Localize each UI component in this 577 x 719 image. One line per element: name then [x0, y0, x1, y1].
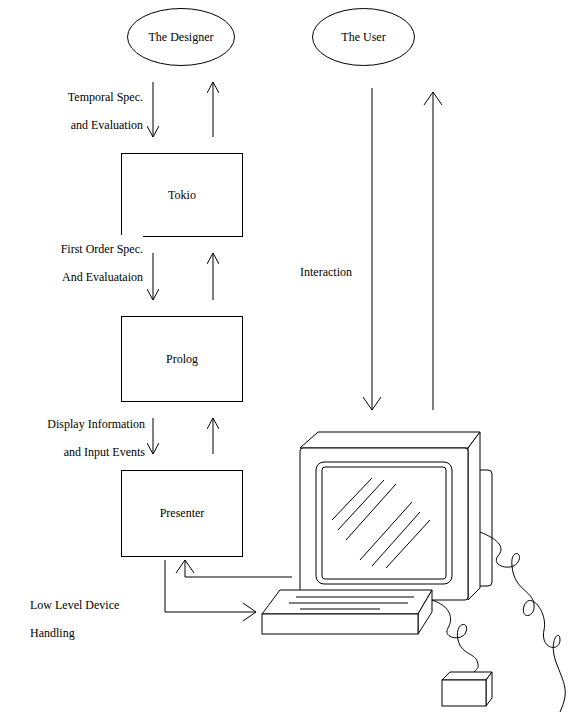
keyboard: [262, 590, 432, 634]
edge-label: First Order Spec. And Evaluataion: [59, 235, 143, 291]
layer-box: Tokio: [121, 153, 243, 237]
actor-ellipse: The User: [312, 8, 415, 66]
monitor-part: [300, 448, 468, 600]
layer-box: Presenter: [121, 470, 243, 557]
edge-label: Display Information and Input Events: [46, 410, 145, 466]
layer-box: Prolog: [121, 316, 243, 402]
flow-arrow: [153, 82, 154, 137]
monitor-part: [360, 502, 412, 560]
flow-arrow: [213, 82, 214, 137]
device-arrows-part: [165, 560, 256, 612]
monitor-part: [346, 484, 396, 540]
flow-arrow: [153, 418, 154, 454]
mouse-part: [486, 672, 492, 706]
keyboard-part: [262, 614, 418, 634]
interaction-arrows-part: [372, 88, 373, 410]
monitor-part: [300, 432, 480, 448]
edge-label: Temporal Spec. and Evaluation: [66, 83, 143, 139]
mouse-part: [442, 672, 492, 680]
interaction-arrows-part: [424, 92, 442, 105]
monitor-part: [316, 462, 452, 584]
keyboard-part: [300, 609, 380, 610]
node-label: Presenter: [160, 506, 205, 521]
flow-arrow: [213, 253, 214, 300]
flow-arrow: [213, 418, 214, 454]
flow-arrow: [153, 253, 154, 300]
monitor: [300, 432, 492, 600]
interaction-arrows: [363, 88, 442, 410]
actor-ellipse: The Designer: [127, 8, 235, 66]
keyboard-part: [262, 590, 432, 614]
monitor-part: [322, 467, 446, 579]
node-label: The Designer: [149, 30, 214, 45]
ellipse-shape: [313, 9, 415, 66]
mouse: [442, 672, 492, 706]
device-arrows-part: [176, 560, 194, 573]
node-label: Tokio: [168, 188, 196, 203]
keyboard-part: [289, 603, 408, 604]
cables: [432, 532, 565, 712]
node-label: Prolog: [166, 352, 198, 367]
node-label: The User: [341, 30, 385, 45]
cables-part: [432, 600, 478, 672]
device-arrows-part: [185, 560, 292, 577]
monitor-part: [386, 520, 430, 568]
mouse-part: [442, 680, 486, 706]
keyboard-part: [418, 590, 432, 634]
keyboard-part: [296, 597, 414, 598]
interaction-arrows-part: [363, 397, 381, 410]
interaction-arrows-part: [433, 92, 434, 410]
interaction-label: Interaction: [300, 258, 352, 286]
monitor-part: [468, 432, 480, 600]
device-arrows-part: [243, 603, 256, 621]
cables-part: [480, 532, 565, 712]
ellipse-shape: [128, 9, 235, 66]
device-label: Low Level Device Handling: [30, 591, 134, 647]
